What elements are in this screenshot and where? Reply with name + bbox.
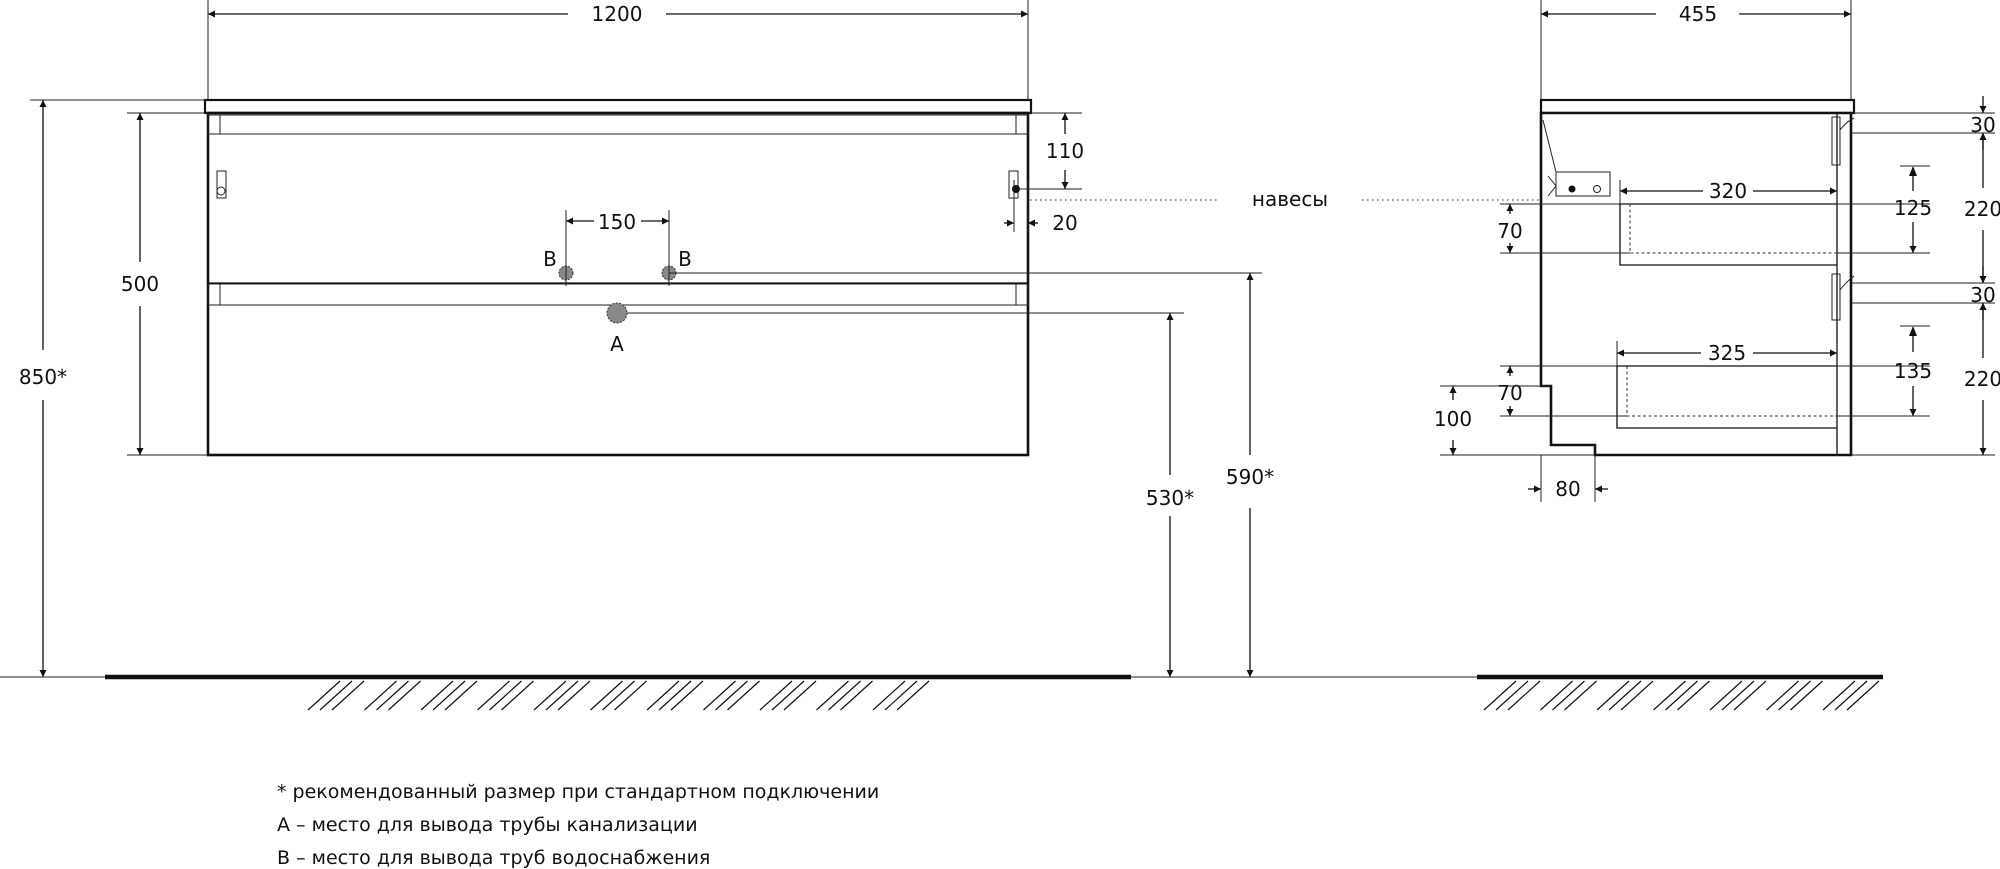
floor-hatch-line: [828, 680, 861, 711]
floor-hatch-line: [896, 680, 930, 711]
floor-hatch-line: [1677, 680, 1710, 711]
floor-hatch-line: [1721, 680, 1755, 711]
dim-drawer1-depth: 320: [1709, 179, 1747, 203]
front-view: 1200 850* 500 110 20 150 B B A: [0, 0, 1585, 711]
side-floor-hatching: [1483, 680, 1880, 711]
side-cabinet-body: [1539, 111, 1853, 457]
floor-hatch-line: [590, 680, 623, 711]
floor-hatch-line: [432, 680, 466, 711]
floor-hatch-line: [1834, 680, 1868, 711]
dim-drawer2-inner: 135: [1894, 359, 1932, 383]
dim-drawer1-front: 220: [1964, 197, 2000, 221]
note-a: A – место для вывода трубы канализации: [277, 814, 698, 836]
floor-hatch-line: [1495, 680, 1529, 711]
floor-hatch-line: [1822, 680, 1856, 711]
dim-body-height: 500: [121, 272, 159, 296]
note-b: B – место для вывода труб водоснабжения: [277, 847, 710, 869]
dim-back-notch: 80: [1555, 477, 1580, 501]
floor-hatch-line: [1733, 680, 1767, 711]
floor-hatch-line: [1709, 680, 1743, 711]
floor-hatch-line: [444, 680, 478, 711]
floor-hatch-line: [1483, 680, 1517, 711]
floor-hatch-line: [1620, 680, 1654, 711]
floor-hatch-line: [376, 680, 409, 711]
floor-hatch-line: [670, 680, 704, 711]
note-asterisk: * рекомендованный размер при стандартном…: [277, 781, 879, 803]
floor-hatch-line: [1846, 680, 1880, 711]
floor-hatch-line: [477, 680, 510, 711]
floor-hatch-line: [1596, 680, 1630, 711]
side-view: 455 320 325 30 30 220 220: [1434, 0, 2000, 711]
floor-hatch-line: [614, 680, 647, 711]
floor-hatch-line: [715, 680, 748, 711]
floor-hatch-line: [1653, 680, 1686, 711]
notes: * рекомендованный размер при стандартном…: [277, 781, 879, 869]
floor-hatch-line: [658, 680, 692, 711]
floor-hatch-line: [1552, 680, 1585, 711]
label-drain: A: [610, 332, 624, 356]
floor-hatch-line: [816, 680, 849, 711]
dim-water-height: 590*: [1226, 465, 1274, 489]
left-hinge-bracket-icon: [216, 170, 227, 199]
front-floor-hatching: [307, 680, 930, 711]
floor-hatch-line: [872, 680, 906, 711]
floor-hatch-line: [533, 680, 567, 711]
floor-hatch-line: [602, 680, 635, 711]
floor-hatch-line: [364, 680, 397, 711]
drawer-1-box: [1619, 203, 1837, 266]
dim-total-height: 850*: [19, 365, 67, 389]
side-countertop: [1539, 98, 1856, 115]
dim-water-spacing: 150: [598, 210, 636, 234]
dim-top-rail: 110: [1046, 139, 1084, 163]
floor-hatch-line: [1766, 680, 1799, 711]
floor-hatch-line: [1507, 680, 1541, 711]
side-hinge-bracket-icon: [1547, 171, 1611, 197]
floor-hatch-line: [307, 680, 341, 711]
floor-hatch-line: [759, 680, 793, 711]
floor-hatch-line: [1790, 680, 1823, 711]
dim-drain-height: 530*: [1146, 486, 1194, 510]
dim-drawer1-inner: 125: [1894, 196, 1932, 220]
floor-hatch-line: [489, 680, 522, 711]
dim-width: 1200: [592, 2, 643, 26]
floor-hatch-line: [646, 680, 680, 711]
floor-hatch-line: [319, 680, 353, 711]
drain-outlet: [606, 302, 628, 324]
floor-hatch-line: [1665, 680, 1698, 711]
dim-hinge-offset: 20: [1052, 211, 1077, 235]
front-upper-rail: [207, 114, 1029, 135]
dim-bottom-clearance: 100: [1434, 407, 1472, 431]
label-hinges: навесы: [1252, 187, 1328, 211]
floor-hatch-line: [703, 680, 736, 711]
floor-hatch-line: [1608, 680, 1642, 711]
floor-hatch-line: [727, 680, 760, 711]
floor-hatch-line: [420, 680, 454, 711]
floor-hatch-line: [840, 680, 873, 711]
floor-hatch-line: [331, 680, 365, 711]
floor-hatch-line: [783, 680, 817, 711]
floor-hatch-line: [388, 680, 421, 711]
floor-hatch-line: [557, 680, 591, 711]
dim-drawer2-side: 70: [1497, 381, 1522, 405]
floor-hatch-line: [501, 680, 534, 711]
drawer-2-box: [1616, 365, 1837, 429]
floor-hatch-line: [884, 680, 918, 711]
floor-hatch-line: [1540, 680, 1573, 711]
floor-hatch-line: [771, 680, 805, 711]
floor-hatch-line: [1778, 680, 1811, 711]
dim-drawer2-depth: 325: [1708, 341, 1746, 365]
label-water-left: B: [543, 247, 557, 271]
dim-drawer1-side: 70: [1497, 219, 1522, 243]
front-countertop: [203, 98, 1033, 115]
floor-hatch-line: [1564, 680, 1597, 711]
floor-hatch-line: [545, 680, 579, 711]
dim-drawer2-front: 220: [1964, 367, 2000, 391]
dim-depth: 455: [1679, 2, 1717, 26]
label-water-right: B: [678, 247, 692, 271]
